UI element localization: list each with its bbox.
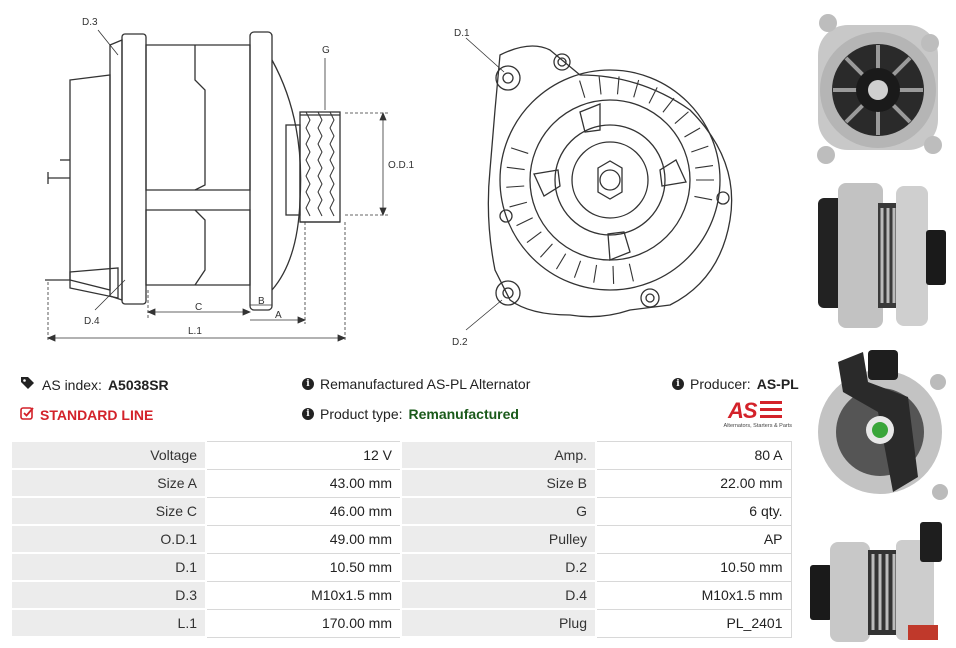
product-photo-side[interactable] [808,178,948,333]
vent-slot [633,79,640,98]
vent-slot [616,76,620,95]
product-photo-angle[interactable] [808,520,948,645]
vent-slot [593,264,598,283]
spec-value: 43.00 mm [205,468,402,498]
logo-tagline: Alternators, Starters & Parts [723,423,792,429]
info-icon: i [302,408,314,420]
spec-value: M10x1.5 mm [205,580,402,610]
tag-icon [20,376,36,393]
vent-slot [526,231,542,244]
spec-value: AP [595,524,792,554]
vent-slot [510,147,529,154]
as-index-value: A5038SR [107,376,169,393]
label-od1: O.D.1 [388,160,415,171]
spec-value: 22.00 mm [595,468,792,498]
product-photo-rear[interactable] [808,342,948,510]
vent-slot [506,166,525,171]
spec-label: Size B [400,468,597,498]
spec-value: 46.00 mm [205,496,402,526]
info-icon: i [672,378,684,390]
product-type: i Product type: Remanufactured [302,406,519,422]
spec-label: O.D.1 [10,524,207,554]
product-type-label: Product type: [320,406,403,422]
info-icon: i [302,378,314,390]
producer-value: AS-PL [756,376,799,392]
spec-label: G [400,496,597,526]
label-d3: D.3 [82,17,98,28]
as-index-label: AS index: [42,376,102,393]
spec-value: 80 A [595,440,792,470]
vent-slot [506,185,525,188]
vent-slot [573,260,582,278]
front-view-drawing: D.1 D.2 [452,28,733,348]
spec-value: 12 V [205,440,402,470]
spec-value: 49.00 mm [205,524,402,554]
brand-logo: AS Alternators, Starters & Parts [712,398,792,432]
vent-slot [579,80,586,98]
vent-slot [628,263,634,282]
standard-line-label: STANDARD LINE [40,406,154,423]
vent-slot [509,201,528,208]
spec-value: M10x1.5 mm [595,580,792,610]
vent-slot [684,127,701,138]
spec-value: 6 qty. [595,496,792,526]
standard-line: STANDARD LINE [20,406,153,423]
product-type-value: Remanufactured [408,406,519,422]
vent-slot [540,243,553,258]
side-view-drawing: D.3 G O.D.1 C B A D.4 L.1 [45,17,415,342]
spec-value: 10.50 mm [595,552,792,582]
vent-slot [695,164,714,169]
spec-label: Size A [10,468,207,498]
product-photo-front[interactable] [808,5,948,165]
label-d4: D.4 [84,316,100,327]
label-a: A [275,310,282,321]
spec-label: Pulley [400,524,597,554]
vent-slot [662,97,675,113]
spec-label: Plug [400,608,597,638]
label-b: B [258,296,265,307]
vent-slot [555,253,567,270]
vent-slot [516,217,533,227]
vent-slot [598,76,602,95]
spec-label: D.2 [400,552,597,582]
spec-label: Size C [10,496,207,526]
logo-mark: AS [728,398,758,423]
label-d2: D.2 [452,337,468,348]
vent-slot [648,87,658,104]
producer: i Producer: AS-PL [672,376,799,392]
spec-label: D.3 [10,580,207,610]
spec-label: Amp. [400,440,597,470]
producer-label: Producer: [690,376,751,392]
logo-stripes [760,401,782,418]
spec-label: D.4 [400,580,597,610]
spec-value: 170.00 mm [205,608,402,638]
label-l1: L.1 [188,326,202,337]
vent-slot [691,145,709,153]
spec-label: Voltage [10,440,207,470]
remanufactured-note: i Remanufactured AS-PL Alternator [302,376,530,392]
vent-slot [674,111,689,124]
label-d1: D.1 [454,28,470,39]
label-c: C [195,302,202,313]
spec-label: D.1 [10,552,207,582]
as-index: AS index: A5038SR [20,376,169,393]
spec-label: L.1 [10,608,207,638]
spec-value: PL_2401 [595,608,792,638]
remanufactured-text: Remanufactured AS-PL Alternator [320,376,531,392]
vent-slot [694,195,713,201]
vent-slot [612,265,615,284]
checkbox-icon [20,406,34,423]
spec-value: 10.50 mm [205,552,402,582]
label-g: G [322,45,330,56]
